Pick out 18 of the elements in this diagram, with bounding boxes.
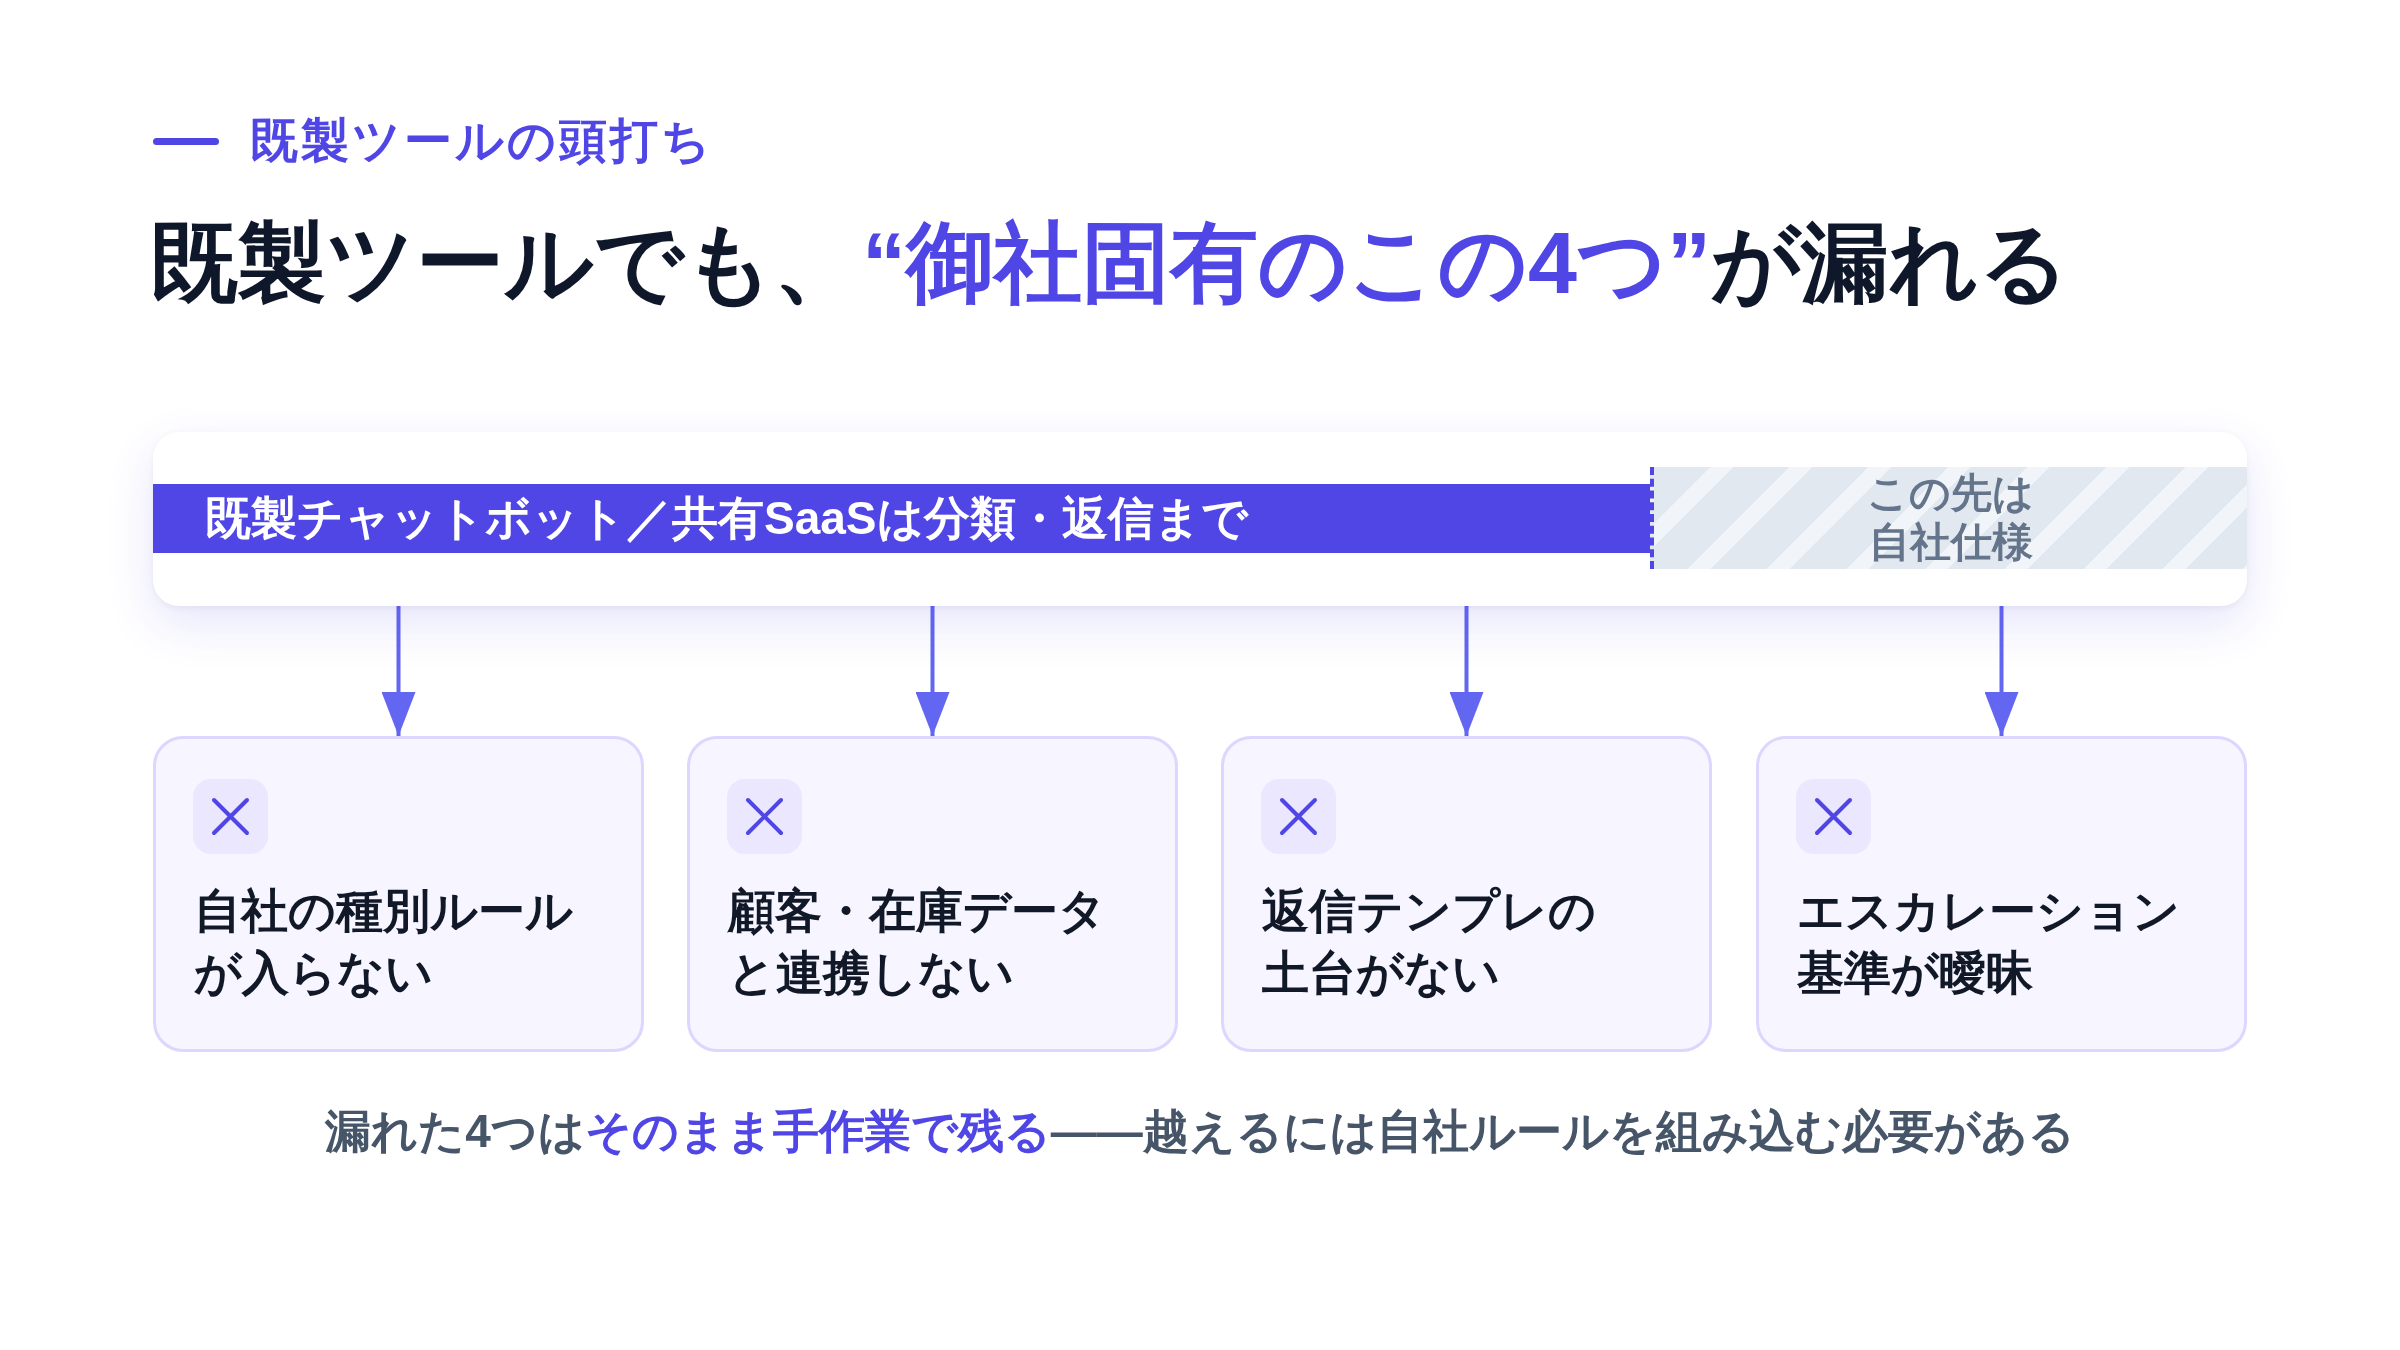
title: 既製ツールでも、“御社固有のこの4つ”が漏れる — [150, 212, 2069, 314]
arrow — [1984, 606, 2019, 736]
arrow — [1449, 606, 1484, 736]
hatched-band: この先は自社仕様 — [1650, 467, 2247, 569]
arrow — [381, 606, 416, 736]
issue-card — [1756, 736, 2247, 1052]
issue-text: 顧客・在庫データと連携しない — [728, 883, 1107, 1001]
panel-card — [153, 432, 2247, 606]
coverage-bar: 既製チャットボット／共有SaaSは分類・返信まで — [153, 484, 1650, 553]
issue-card — [687, 736, 1178, 1052]
issue-card — [1221, 736, 1712, 1052]
section-label: 既製ツールの頭打ち — [250, 113, 713, 169]
caption-text: 漏れた4つはそのまま手作業で残る——越えるには自社ルールを組み込む必要がある — [324, 1104, 2076, 1159]
issue-text: 返信テンプレの土台がない — [1262, 883, 1597, 1001]
issue-card — [153, 736, 644, 1052]
issue-text: 自社の種別ルールが入らない — [194, 883, 574, 1001]
issue-text: エスカレーション基準が曖昧 — [1797, 883, 2181, 1001]
arrow — [915, 606, 950, 736]
